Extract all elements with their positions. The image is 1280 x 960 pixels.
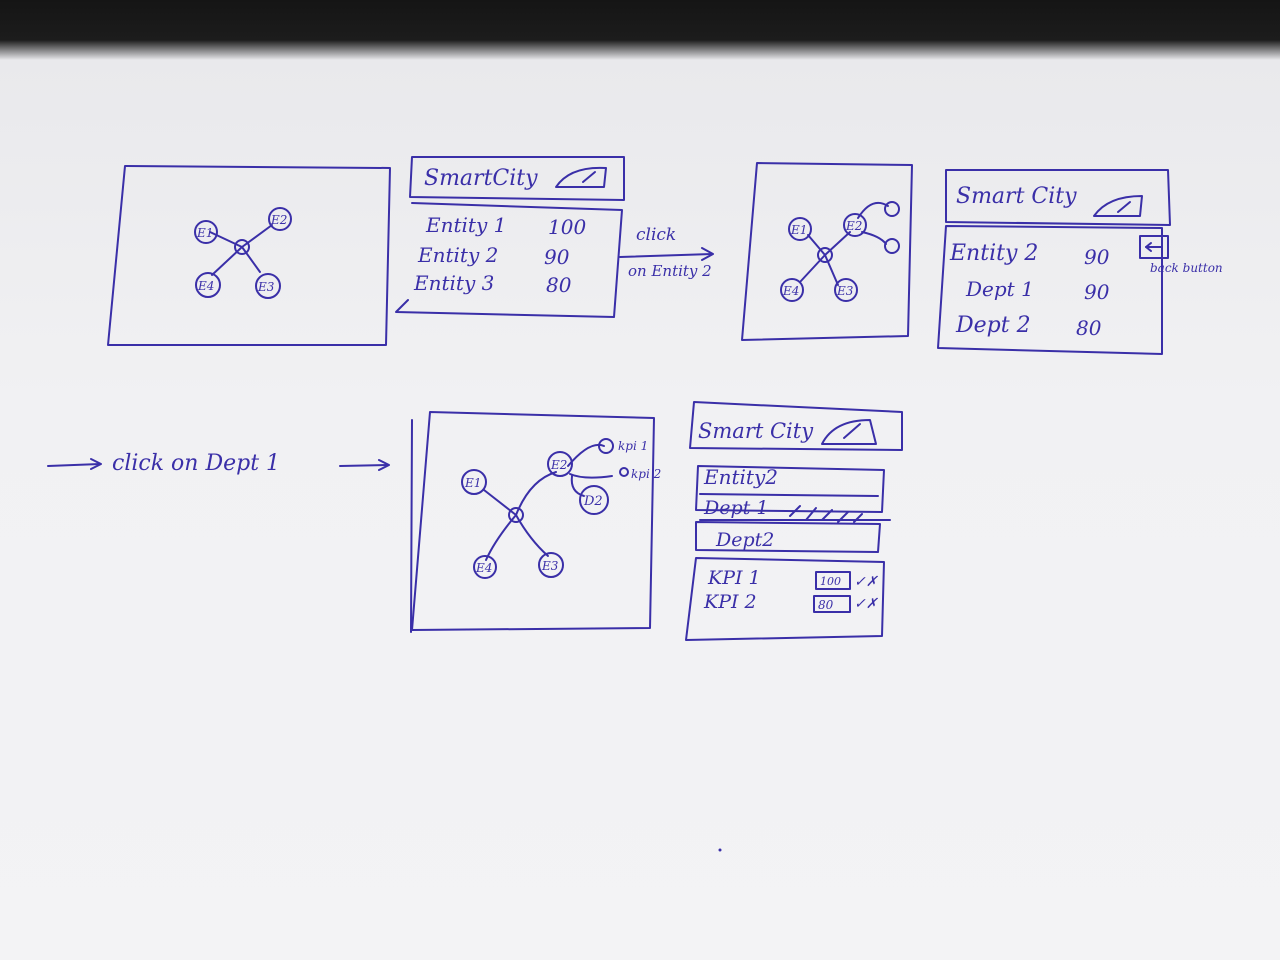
- annotation-text: click: [636, 225, 676, 245]
- panel-title: Smart City: [698, 419, 814, 443]
- node-label: E2: [550, 458, 567, 472]
- gauge-icon[interactable]: [1093, 195, 1143, 217]
- row-name[interactable]: Dept 2: [955, 313, 1031, 338]
- arrow-head-icon: [701, 247, 714, 261]
- row-value: 90: [1084, 245, 1110, 269]
- node-label: E1: [464, 476, 481, 490]
- kpi-node[interactable]: [619, 467, 629, 477]
- row-value: 80: [546, 273, 572, 297]
- kpi-name: KPI 1: [707, 567, 761, 589]
- list-item[interactable]: Dept2: [715, 529, 774, 551]
- center-node[interactable]: [234, 239, 250, 255]
- node-label: E4: [197, 279, 214, 293]
- center-node[interactable]: [817, 247, 833, 263]
- row-value: 80: [1076, 316, 1102, 340]
- row-name[interactable]: Entity 2: [417, 243, 498, 267]
- back-button[interactable]: [1139, 235, 1169, 259]
- annotation-text: click on Dept 1: [112, 451, 280, 476]
- graph-node[interactable]: [538, 552, 564, 578]
- panel-title: SmartCity: [424, 166, 538, 191]
- gauge-icon[interactable]: [821, 419, 877, 445]
- panel-header: [689, 401, 903, 451]
- graph-node[interactable]: [255, 273, 281, 299]
- back-button-label: back button: [1150, 261, 1223, 275]
- row-value: 100: [548, 215, 586, 239]
- graph-node[interactable]: [780, 278, 804, 302]
- list-frame: [695, 465, 885, 513]
- kpi-label: kpi 1: [618, 439, 648, 453]
- click-annotation-2: click on Dept 1: [47, 451, 390, 476]
- node-label: E4: [782, 284, 799, 298]
- row-name[interactable]: Dept 1: [965, 277, 1034, 301]
- graph-node[interactable]: [194, 220, 218, 244]
- node-label: D2: [583, 494, 603, 509]
- kpi-value: 100: [820, 575, 841, 588]
- graph-node[interactable]: [547, 451, 573, 477]
- kpi-name: KPI 2: [703, 591, 757, 613]
- graph-node[interactable]: [195, 272, 221, 298]
- kpi-value-input[interactable]: [815, 571, 851, 590]
- graph-node[interactable]: [268, 207, 292, 231]
- node-label: E1: [196, 226, 213, 240]
- annotation-text: on Entity 2: [628, 262, 712, 280]
- panel-title: Smart City: [956, 184, 1077, 209]
- panel-2: Smart City back button Entity 2 90 Dept …: [937, 169, 1223, 355]
- ink-dot: [718, 848, 722, 852]
- panel-body: [937, 225, 1163, 355]
- node-label: E3: [836, 284, 854, 298]
- arrow-head-icon: [90, 458, 102, 470]
- node-label: E2: [270, 213, 287, 227]
- kpi-value: 80: [818, 598, 834, 612]
- graph-frame-3: E1 E2 E4 E3 D2 kpi 1 kpi 2: [410, 411, 661, 633]
- panel-1: SmartCity Entity 1 100 Entity 2 90 Entit…: [395, 156, 625, 318]
- back-arrow-icon: [1145, 242, 1163, 252]
- graph-frame-1: E1 E2 E4 E3: [107, 165, 391, 346]
- node-label: E2: [845, 219, 862, 233]
- panel-header: [945, 169, 1171, 226]
- row-name[interactable]: Entity 3: [413, 271, 494, 295]
- graph-frame-2: E1 E2 E4 E3: [741, 162, 913, 341]
- selection-hatch: [789, 505, 863, 523]
- panel-3: Smart City Entity2 Dept 1 Dept2 KPI 1 10…: [685, 401, 903, 641]
- row-value: 90: [1084, 280, 1110, 304]
- flow-arrow: [47, 463, 101, 467]
- kpi-value-input[interactable]: [813, 595, 851, 613]
- center-node[interactable]: [508, 507, 524, 523]
- flow-arrow: [619, 253, 713, 258]
- node-label: E4: [475, 561, 492, 575]
- row-name[interactable]: Entity 1: [425, 213, 506, 237]
- kpi-label: kpi 2: [631, 467, 661, 481]
- kpi-check-icon[interactable]: ✓✗: [854, 596, 879, 612]
- graph-node[interactable]: [473, 555, 497, 579]
- node-label: E3: [257, 280, 275, 294]
- node-label: E3: [541, 559, 559, 573]
- graph-node[interactable]: [834, 278, 858, 302]
- panel-body: [395, 202, 623, 318]
- gauge-icon[interactable]: [555, 166, 607, 188]
- panel-header: [409, 156, 625, 201]
- dept-node[interactable]: [884, 201, 900, 217]
- row-name[interactable]: Entity 2: [949, 241, 1038, 266]
- list-frame: [695, 521, 881, 553]
- kpi-check-icon[interactable]: ✓✗: [854, 574, 879, 590]
- list-item[interactable]: Entity2: [703, 465, 778, 489]
- row-value: 90: [544, 245, 570, 269]
- kpi-panel: [685, 557, 885, 641]
- dept-node[interactable]: [579, 485, 609, 515]
- graph-node[interactable]: [461, 469, 487, 495]
- kpi-node[interactable]: [598, 438, 614, 454]
- arrow-head-icon: [378, 459, 390, 471]
- list-item-selected[interactable]: Dept 1: [703, 497, 768, 519]
- click-annotation-1: click on Entity 2: [619, 225, 714, 280]
- flow-arrow: [339, 464, 389, 467]
- dept-node[interactable]: [884, 238, 900, 254]
- node-label: E1: [790, 223, 807, 237]
- graph-node[interactable]: [843, 213, 867, 237]
- graph-node[interactable]: [788, 217, 812, 241]
